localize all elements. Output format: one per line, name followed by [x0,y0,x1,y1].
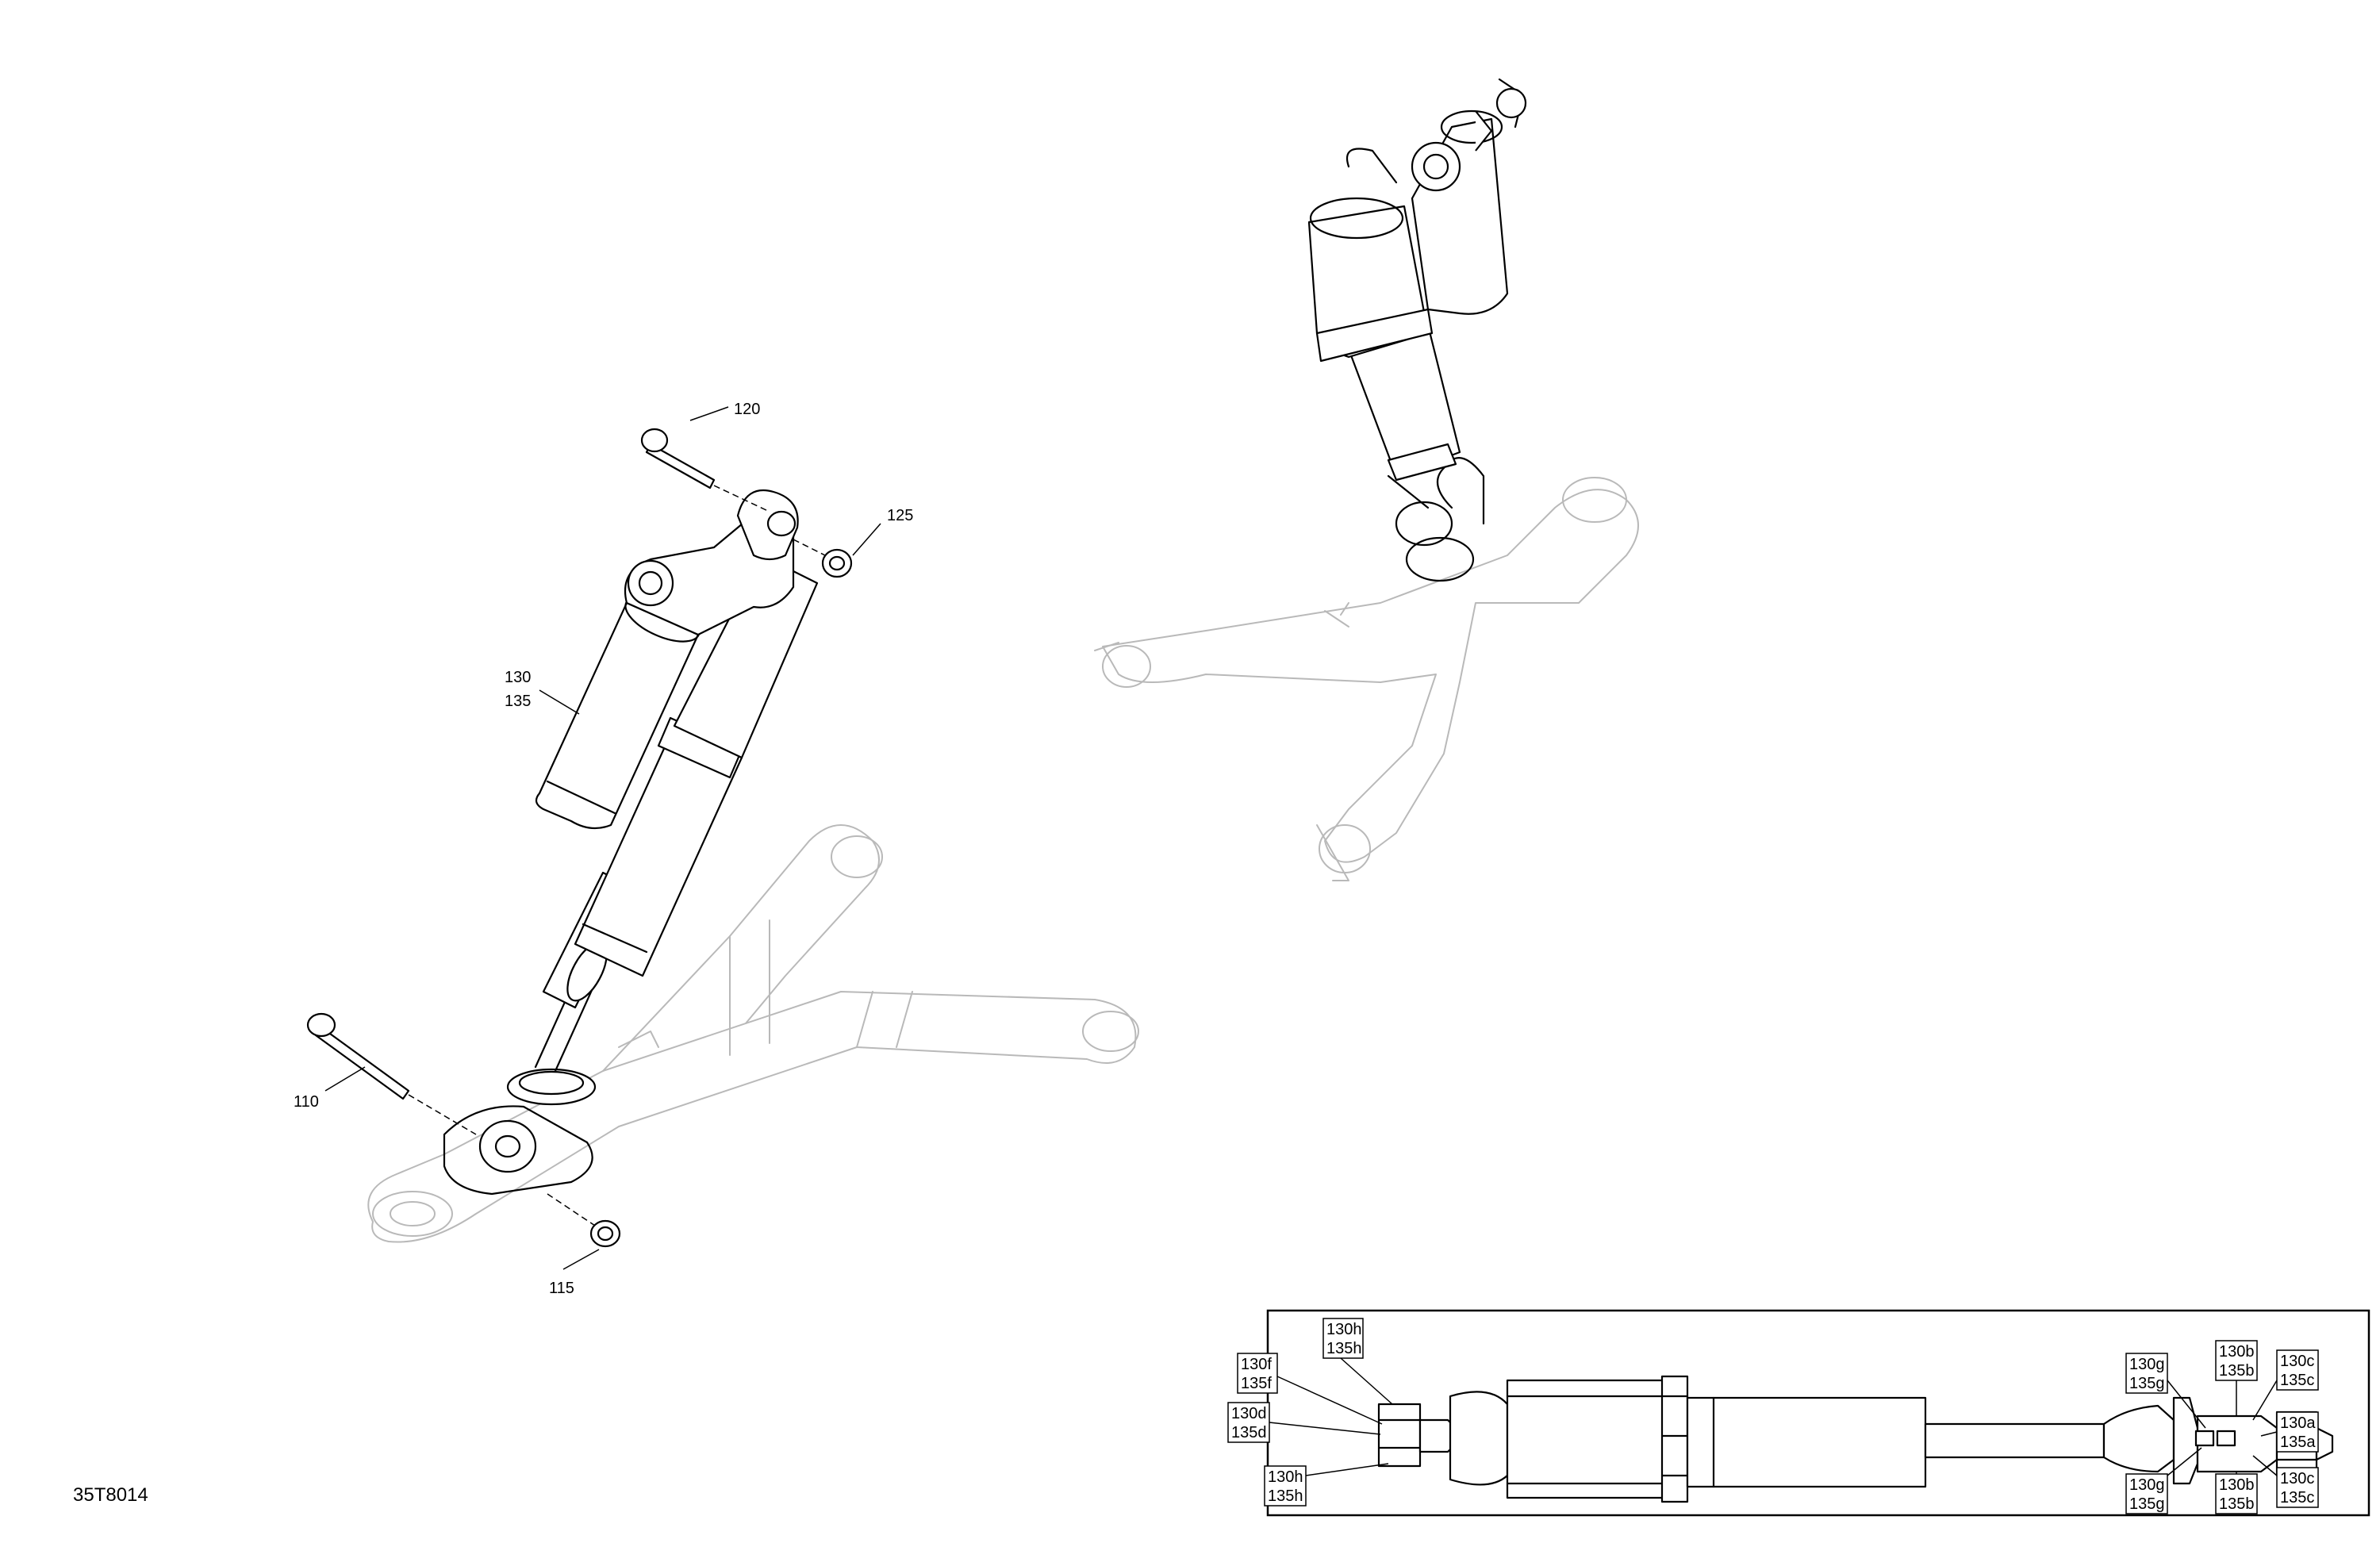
svg-text:135c: 135c [2280,1489,2314,1507]
nut-125 [793,539,853,578]
svg-text:130g: 130g [2129,1476,2165,1494]
left-shock-absorber [443,489,819,1196]
svg-text:130g: 130g [2129,1356,2165,1373]
svg-text:130f: 130f [1241,1356,1272,1373]
label-130h-135h-top: 130h 135h [1322,1318,1393,1405]
svg-text:130h: 130h [1268,1468,1303,1486]
callout-110: 110 [294,1093,319,1111]
label-130c-135c-top: 130c 135c [2252,1349,2319,1421]
svg-text:130b: 130b [2219,1476,2255,1494]
label-130b-135b-top: 130b 135b [2215,1340,2258,1416]
callout-130: 130 [505,669,531,686]
callout-115: 115 [549,1280,574,1297]
label-130h-135h-bottom: 130h 135h [1264,1463,1389,1507]
drawing-id: 35T8014 [73,1484,148,1506]
svg-text:135b: 135b [2219,1495,2255,1513]
right-shock-absorber [1307,78,1527,582]
leader-110 [324,1066,366,1092]
svg-text:135d: 135d [1231,1424,1267,1441]
label-130b-135b-bottom: 130b 135b [2215,1472,2258,1514]
leader-125 [852,523,881,556]
svg-text:135c: 135c [2280,1372,2314,1389]
label-130g-135g-top: 130g 135g [2125,1353,2206,1429]
leader-115 [562,1249,600,1270]
right-a-arm [1094,477,1639,881]
label-130g-135g-bottom: 130g 135g [2125,1447,2202,1514]
svg-text:135h: 135h [1326,1340,1362,1357]
svg-text:130c: 130c [2280,1353,2314,1370]
label-130a-135a: 130a 135a [2260,1411,2319,1453]
callout-135: 135 [505,693,531,710]
svg-text:135g: 135g [2129,1495,2165,1513]
inset-shock-profile [1377,1375,2334,1503]
svg-text:130b: 130b [2219,1343,2255,1361]
svg-text:135g: 135g [2129,1375,2165,1392]
label-130f-135f: 130f 135f [1237,1353,1383,1425]
label-130c-135c-bottom: 130c 135c [2252,1455,2319,1508]
left-a-arm [367,824,1139,1243]
leader-120 [689,406,729,421]
svg-text:130h: 130h [1326,1321,1362,1338]
svg-text:130a: 130a [2280,1414,2316,1432]
svg-text:135f: 135f [1241,1375,1272,1392]
bolt-120 [640,428,770,512]
leader-130 [539,689,580,715]
svg-text:135a: 135a [2280,1434,2316,1451]
callout-125: 125 [887,507,913,524]
svg-text:135b: 135b [2219,1362,2255,1380]
nut-115 [547,1193,621,1248]
svg-text:130d: 130d [1231,1405,1267,1422]
callout-120: 120 [734,401,760,418]
svg-text:135h: 135h [1268,1487,1303,1505]
bolt-110 [306,1012,477,1135]
label-130d-135d: 130d 135d [1227,1402,1381,1443]
svg-text:130c: 130c [2280,1470,2314,1487]
